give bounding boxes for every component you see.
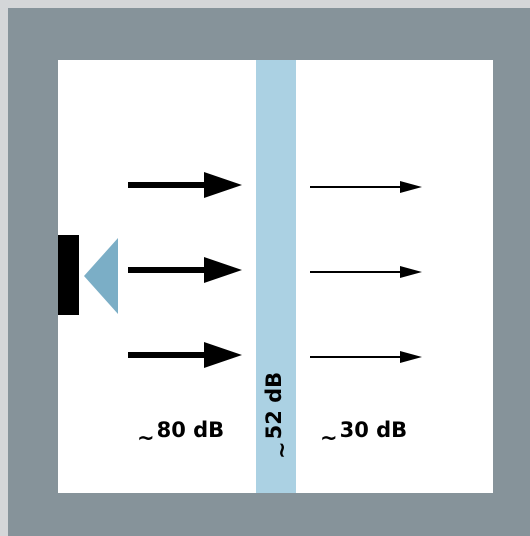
transmitted-arrow-bottom-head (400, 351, 422, 363)
wall-level-tilde: ~ (270, 441, 294, 459)
transmitted-arrow-top-head (400, 181, 422, 193)
incident-arrows (128, 172, 242, 368)
transmitted-arrows (310, 181, 422, 363)
incident-level-value: 80 dB (156, 418, 225, 442)
transmitted-arrow-middle-head (400, 266, 422, 278)
speaker-icon (58, 235, 79, 315)
incident-arrow-middle-head (204, 257, 242, 283)
incident-arrow-top-head (204, 172, 242, 198)
wall-level-label: ~52 dB (262, 371, 294, 459)
sound-barrier-wall (256, 60, 296, 493)
incident-level-tilde: ~ (137, 426, 155, 450)
incident-level-label: ~80 dB (137, 418, 225, 450)
wall-level-value: 52 dB (262, 371, 286, 440)
incident-arrow-bottom-head (204, 342, 242, 368)
transmitted-level-value: 30 dB (339, 418, 408, 442)
speaker-cone-icon (84, 238, 118, 314)
transmitted-level-tilde: ~ (320, 426, 338, 450)
transmitted-level-label: ~30 dB (320, 418, 408, 450)
